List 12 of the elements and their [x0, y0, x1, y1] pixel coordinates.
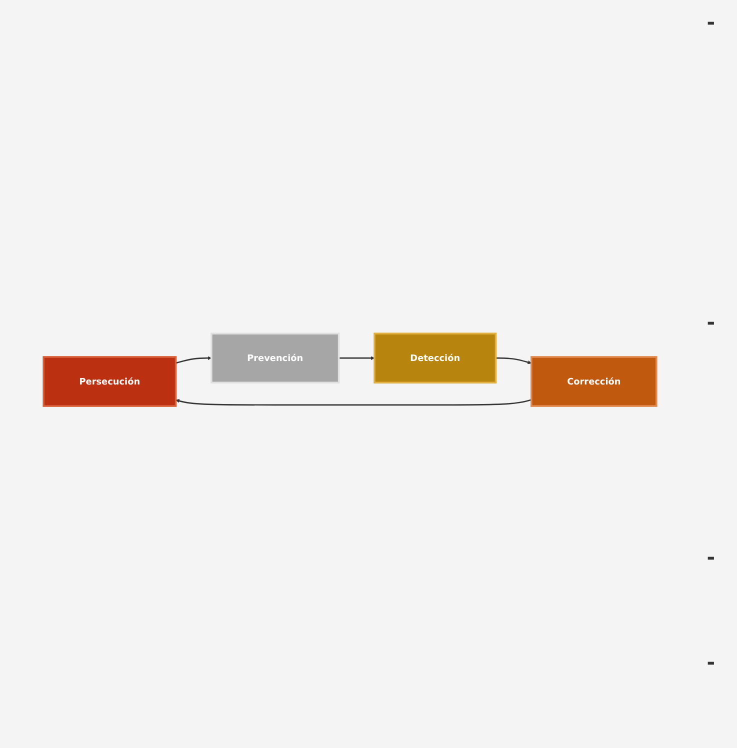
node-box: Detección [374, 332, 497, 384]
arrow [496, 358, 532, 364]
dash-mark: - [706, 650, 715, 674]
node-box: Corrección [530, 356, 658, 408]
dash-mark: - [706, 545, 715, 569]
node-box: Prevención [210, 332, 340, 384]
arrow [338, 356, 375, 360]
node-box: Persecución [42, 356, 177, 408]
arrow [176, 399, 532, 406]
arrow [176, 356, 212, 364]
dash-mark: - [706, 10, 715, 34]
dash-mark: - [706, 310, 715, 334]
